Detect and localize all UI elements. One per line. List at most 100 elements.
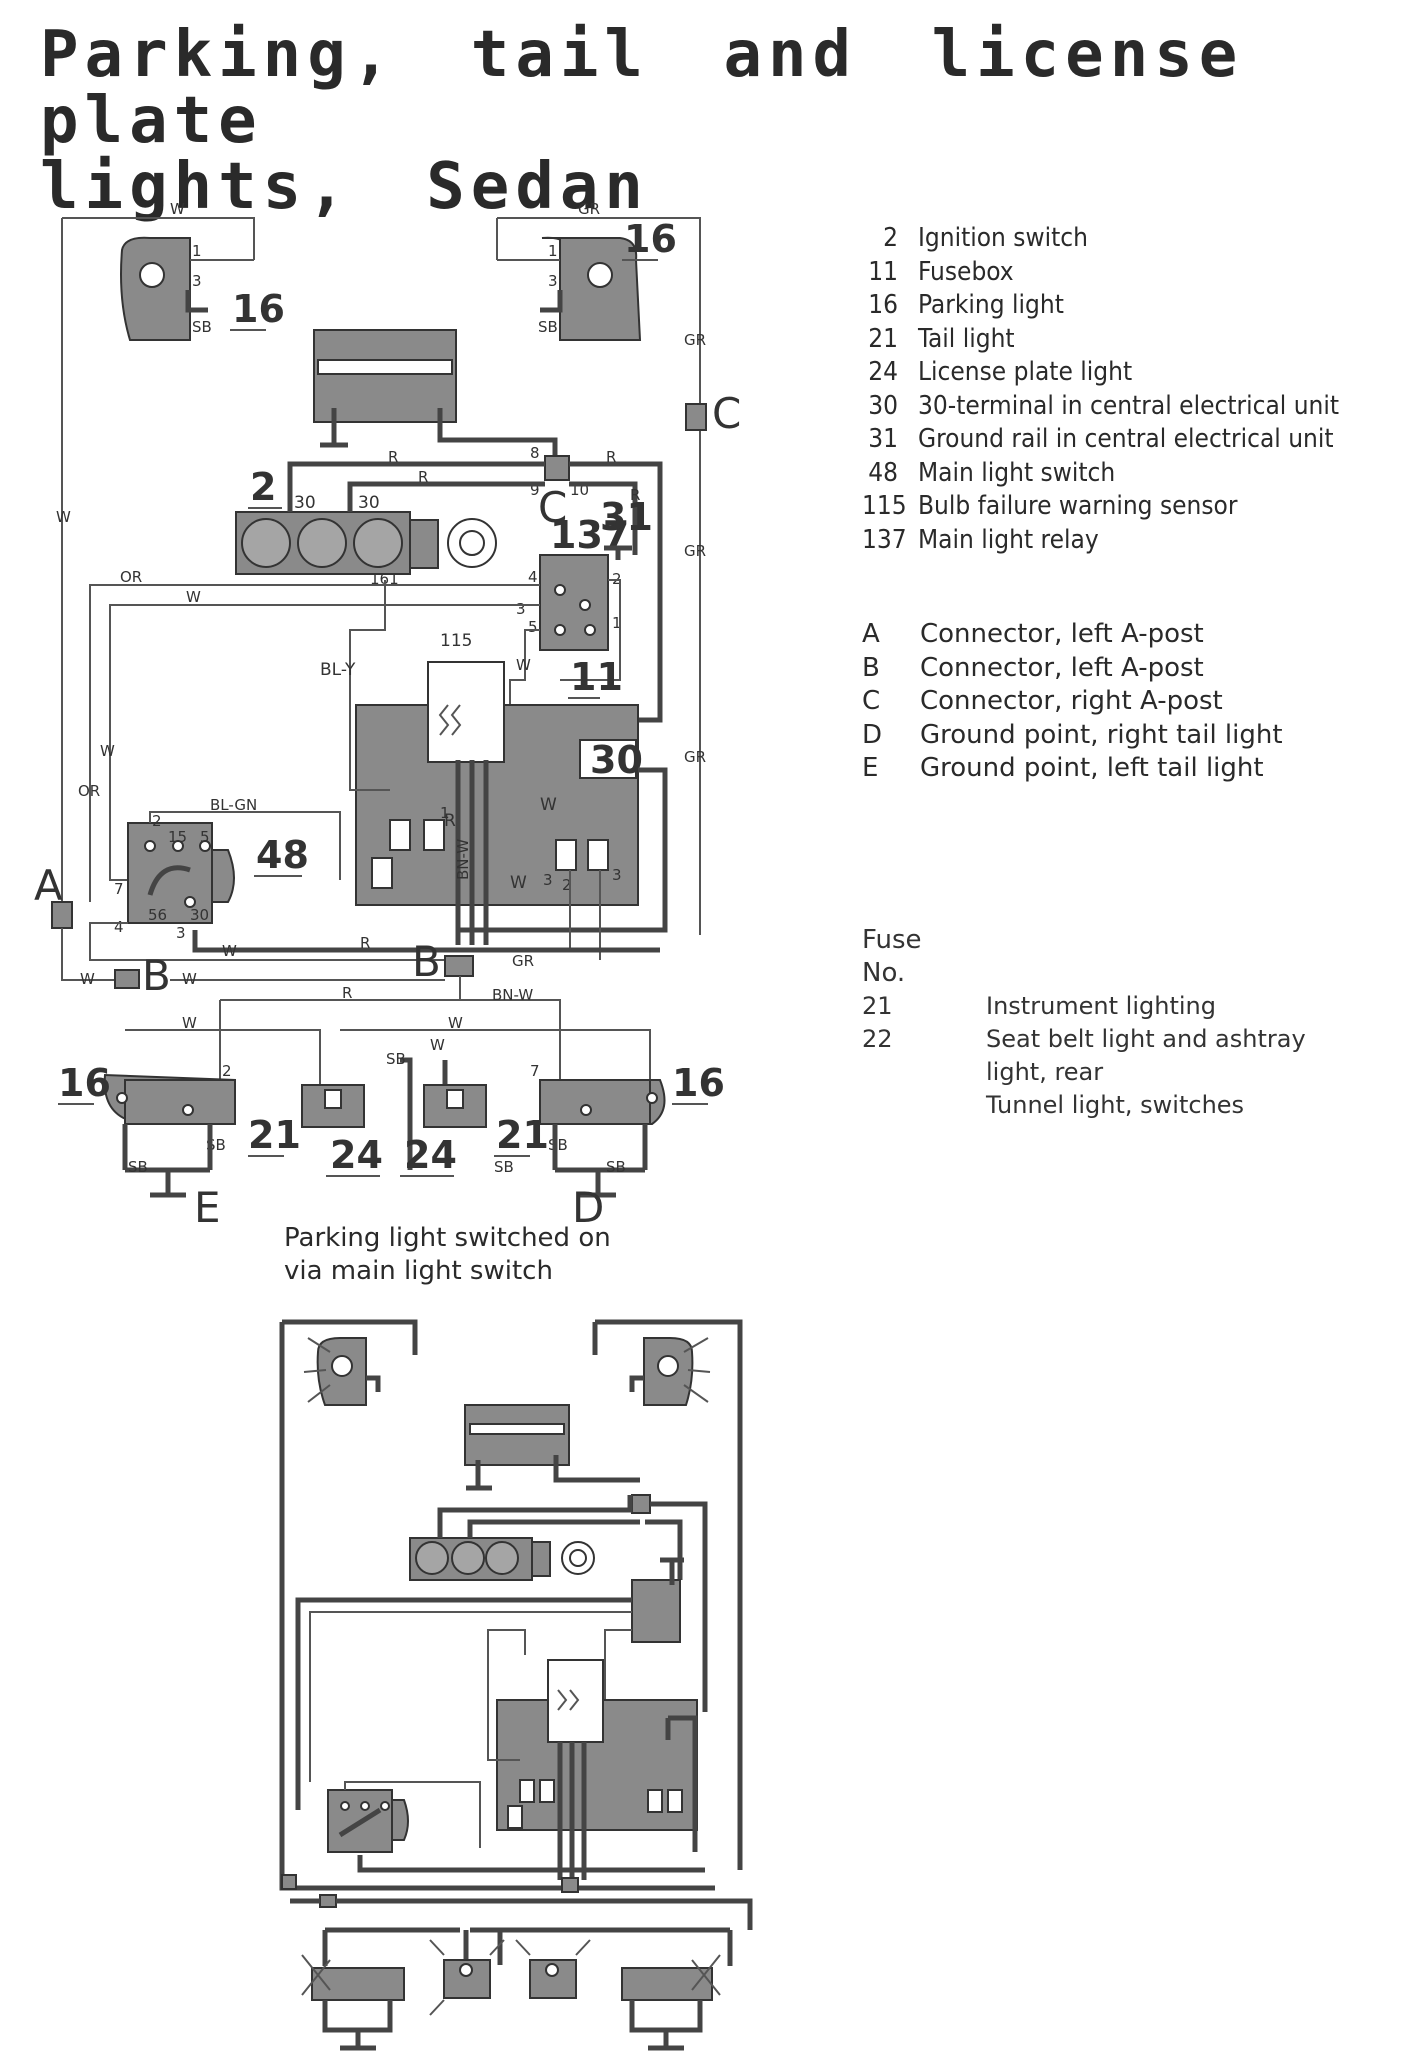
connector-c-central: [544, 455, 570, 481]
wire-label-gr: GR: [684, 542, 706, 560]
wire-label-sb: SB: [494, 1158, 514, 1176]
component-number-24: 24: [404, 1133, 457, 1177]
wire-label-w: W: [540, 795, 557, 815]
wire-label-bnw: BN-W: [492, 986, 533, 1004]
connector-item-label: Connector, right A-post: [920, 686, 1223, 716]
wire-label-w: W: [56, 508, 71, 526]
wire-label-or: OR: [120, 568, 142, 586]
pin-56: 56: [148, 906, 167, 924]
diagram-caption: Parking light switched on via main light…: [284, 1223, 611, 1286]
legend-item: 21 Tail light: [862, 323, 1339, 357]
wire-label-gr: GR: [578, 200, 600, 218]
legend-item-label: Tail light: [918, 323, 1015, 354]
connector-c: [685, 403, 707, 431]
energized-circuit-diagram: [279, 1319, 753, 2051]
component-number-16: 16: [672, 1061, 725, 1105]
ignition-switch: 2 30 30 161: [235, 465, 497, 588]
pin-4: 4: [528, 568, 538, 586]
connector-label-b: B: [142, 951, 171, 1000]
component-number-21: 21: [248, 1113, 301, 1157]
connector-item-key: A: [862, 619, 880, 649]
legend-item-key: 115: [862, 491, 907, 521]
legend-item-label: Main light relay: [918, 524, 1099, 555]
fusebox: 115 11 30 1 R W W 3 2 3: [355, 631, 643, 906]
wire-label-sb: SB: [538, 318, 558, 336]
connector-item-label: Ground point, left tail light: [920, 753, 1264, 783]
wire-label-w: W: [516, 656, 531, 674]
wire-label-w: W: [186, 588, 201, 606]
wire-label-w: W: [100, 742, 115, 760]
wire-label-bly: BL-Y: [320, 660, 356, 680]
wire-label-gr: GR: [512, 952, 534, 970]
legend-item-key: 24: [868, 357, 898, 387]
legend-item-key: 21: [868, 323, 898, 354]
connector-label-a: A: [34, 861, 63, 910]
legend-item-key: 2: [883, 223, 898, 253]
connector-item-label: Ground point, right tail light: [920, 719, 1283, 750]
wire-label-sb: SB: [192, 318, 212, 336]
pin-3: 3: [548, 272, 558, 290]
wire-label-bnw: BN-W: [454, 839, 472, 880]
license-plate-light-right: 24: [400, 1084, 487, 1177]
fuse-item-key: 22: [862, 1025, 893, 1053]
pin-3: 3: [176, 924, 186, 942]
component-number-48: 48: [256, 833, 309, 877]
connector-item-label: Connector, left A-post: [920, 619, 1204, 649]
component-number-30: 30: [590, 738, 643, 782]
pin-9: 9: [530, 481, 540, 499]
connector-label-b: B: [412, 937, 441, 986]
wire-label-sb: SB: [606, 1158, 626, 1176]
wire-label-w: W: [80, 970, 95, 988]
pin-30: 30: [358, 493, 380, 513]
pin-161: 161: [370, 570, 399, 588]
legend-item-label: Ground rail in central electrical unit: [918, 424, 1334, 454]
pin-5: 5: [200, 828, 210, 846]
component-number-16: 16: [232, 287, 285, 331]
wire-label-blgn: BL-GN: [210, 796, 257, 814]
wire-label-w: W: [182, 1014, 197, 1032]
main-light-relay: 137 31 4 3 5 2 1: [516, 495, 653, 651]
pin-1: 1: [192, 242, 202, 260]
pin-2: 2: [222, 1062, 232, 1080]
component-number-24: 24: [330, 1133, 383, 1177]
component-number-31: 31: [600, 495, 653, 539]
wire-label-w: W: [170, 200, 185, 218]
connector-item: A Connector, left A-post: [862, 618, 1283, 652]
component-number-21: 21: [496, 1113, 549, 1157]
connector-item: C Connector, right A-post: [862, 685, 1283, 719]
legend-item-key: 31: [868, 424, 898, 454]
connector-item: E Ground point, left tail light: [862, 752, 1283, 786]
legend-item-key: 48: [868, 457, 898, 488]
connector-item-key: C: [862, 686, 881, 716]
fuse-item-key: [862, 1089, 986, 1122]
wire-label-w: W: [182, 970, 197, 988]
legend-item-label: Parking light: [918, 290, 1064, 320]
wire-label-w: W: [510, 873, 527, 893]
parking-light-right: 1 3 SB 16: [497, 217, 677, 341]
fuse-item-key: 21: [862, 992, 893, 1020]
parking-light-left: 1 3 SB 16: [120, 236, 285, 341]
wire-label-r: R: [630, 486, 640, 504]
fuse-item: light, rear: [862, 1056, 1306, 1089]
pin-3: 3: [192, 272, 202, 290]
pin-7: 7: [114, 880, 124, 898]
pin-15: 15: [168, 828, 187, 846]
connector-item-key: E: [862, 753, 879, 783]
component-number-16: 16: [624, 217, 677, 261]
pin-30: 30: [190, 906, 209, 924]
pin-5: 5: [528, 618, 538, 636]
legend-item-key: 11: [868, 256, 898, 287]
legend-item-key: 30: [868, 390, 898, 421]
wire-label-sb: SB: [548, 1136, 568, 1154]
fuse-item: Tunnel light, switches: [862, 1089, 1306, 1122]
